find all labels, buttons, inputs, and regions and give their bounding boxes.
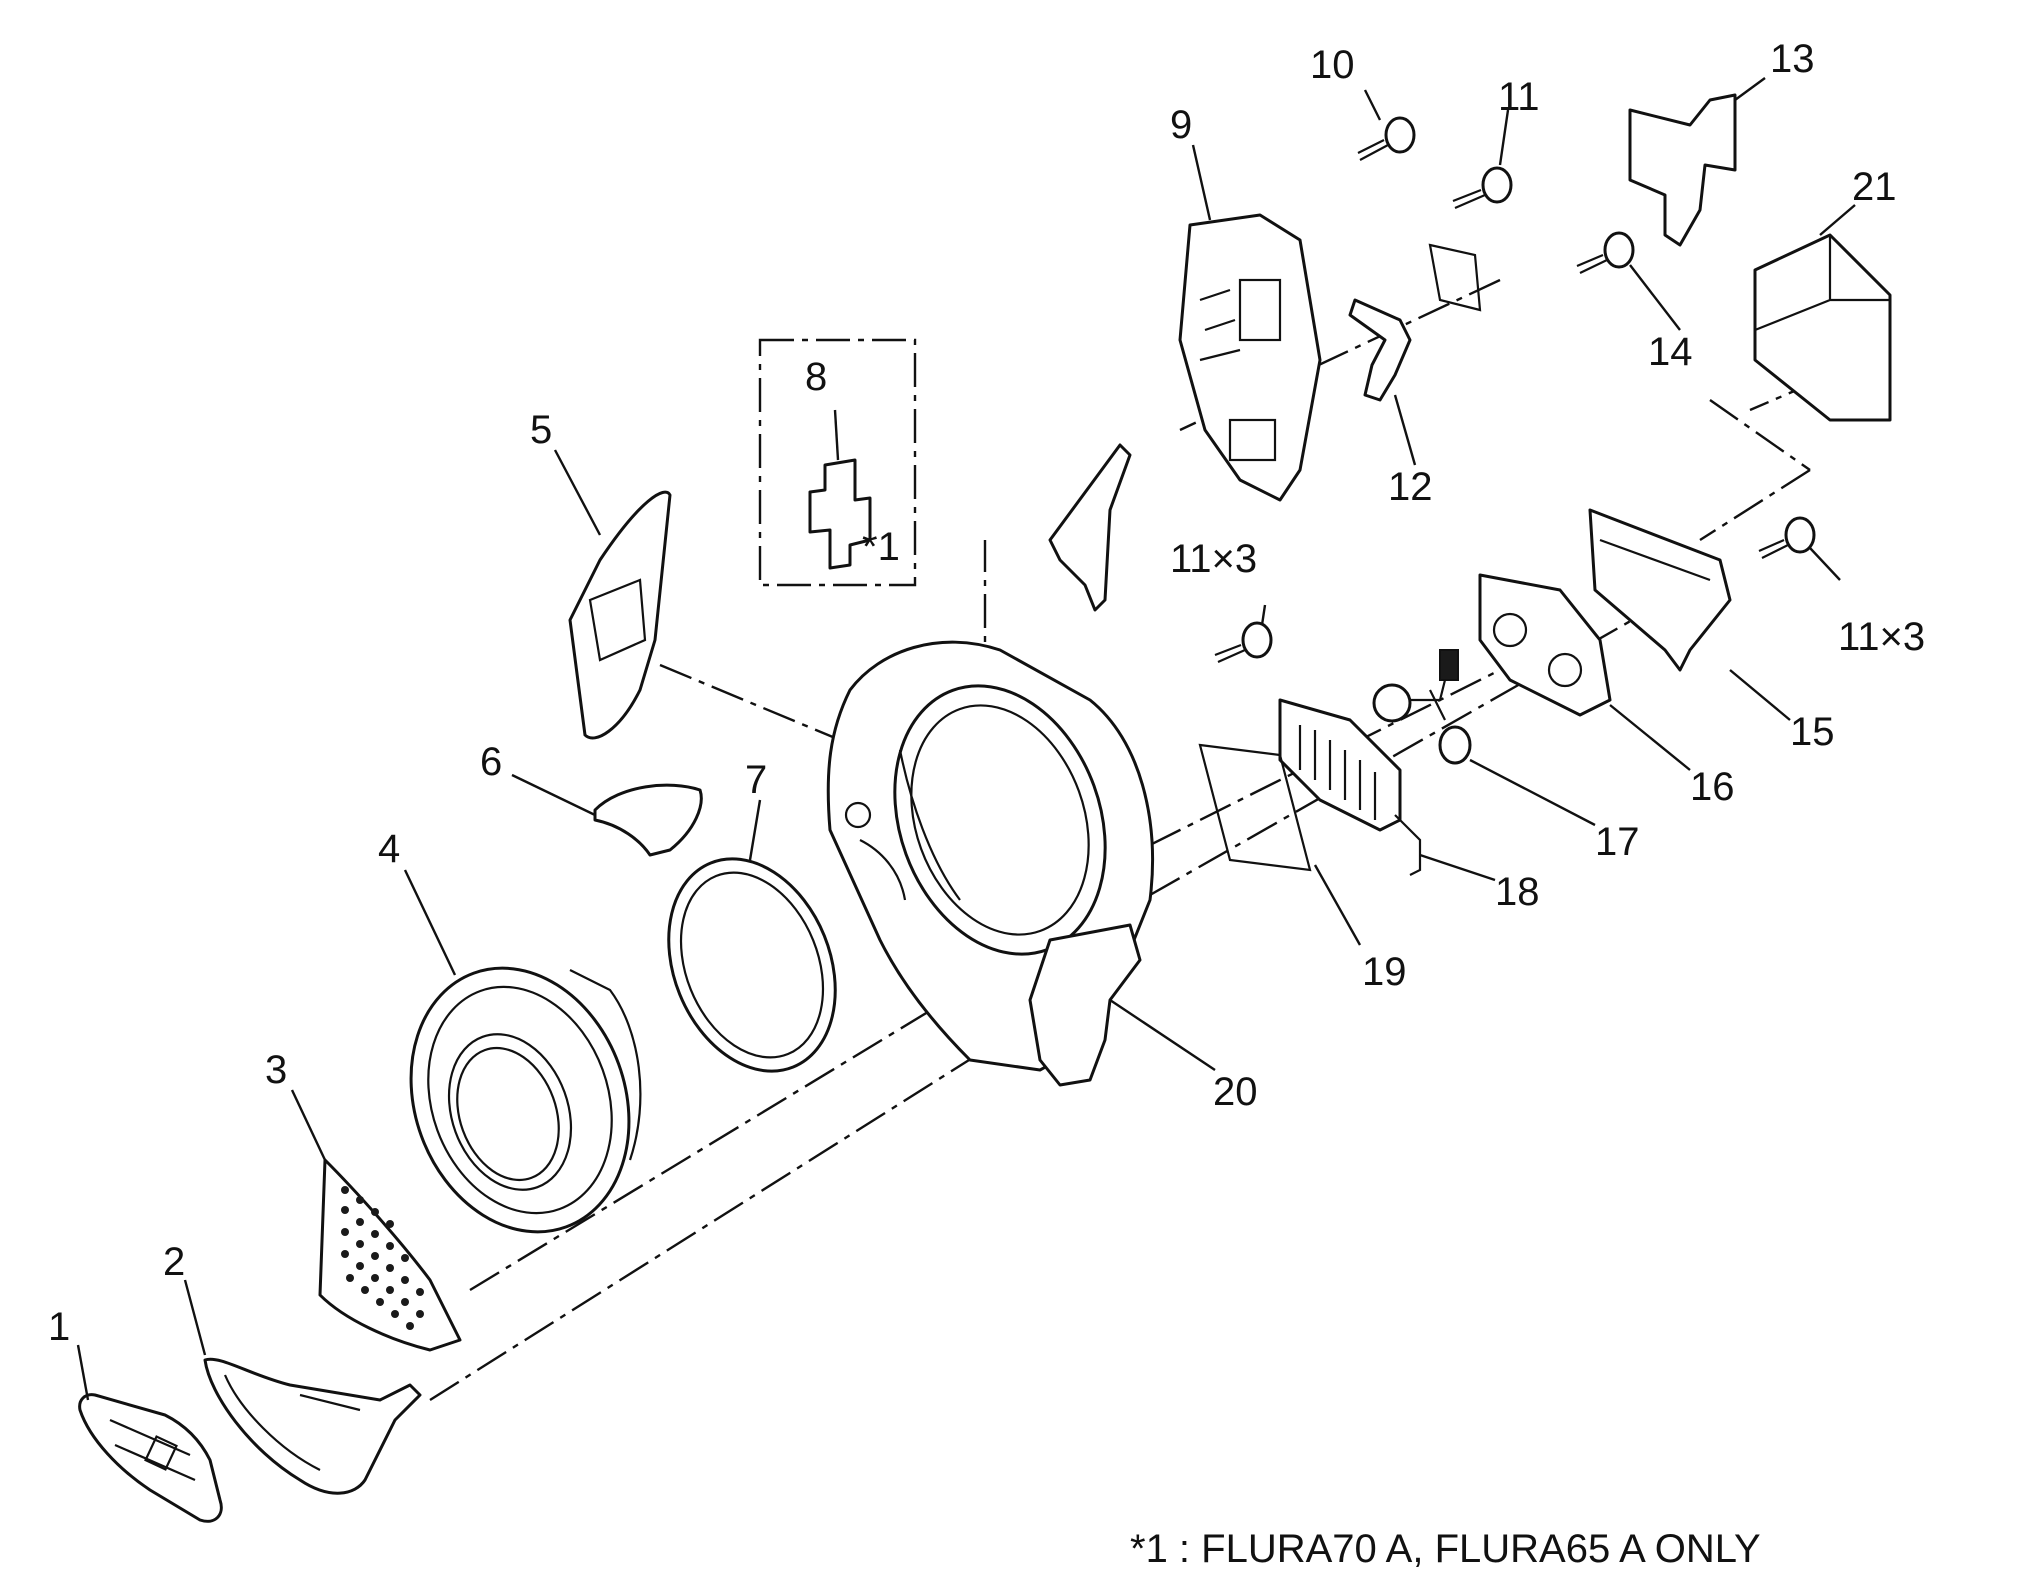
callout-2: 2 (163, 1240, 185, 1284)
leader-lines (76, 77, 1856, 1401)
callout-14: 14 (1648, 330, 1693, 374)
callout-13: 13 (1770, 37, 1815, 81)
part-3-speaker-grille (318, 1158, 462, 1352)
callout-20: 20 (1213, 1070, 1258, 1114)
part-9-circuit-board (1178, 213, 1322, 502)
part-17-microphone (1372, 649, 1472, 765)
callout-12: 12 (1388, 465, 1433, 509)
callout-15: 15 (1790, 710, 1835, 754)
callout-11x3-right: 11×3 (1838, 615, 1925, 659)
screw-11-top (1452, 166, 1513, 210)
callout-1: 1 (48, 1305, 70, 1349)
part-1-front-cover (78, 1393, 223, 1523)
callout-8-note: *1 (862, 525, 900, 569)
callout-19: 19 (1362, 950, 1407, 994)
screw-11x3-mid (1214, 621, 1273, 664)
callout-3: 3 (265, 1048, 287, 1092)
footnote: *1 : FLURA70 A, FLURA65 A ONLY (1130, 1527, 1761, 1569)
part-12-lever (1348, 298, 1412, 402)
callout-labels: 1 2 3 4 5 6 7 8 *1 9 10 11 12 13 14 15 1… (48, 37, 1925, 1349)
part-15-bracket-frame (1588, 508, 1732, 672)
callout-9: 9 (1170, 103, 1192, 147)
part-5-side-cover (568, 490, 672, 740)
callout-18: 18 (1495, 870, 1540, 914)
part-18-fin-module (1278, 698, 1422, 876)
callout-17: 17 (1595, 820, 1640, 864)
angle-bracket (1048, 443, 1132, 612)
screw-14 (1576, 231, 1635, 274)
callout-21: 21 (1852, 165, 1897, 209)
part-16-speaker-unit (1478, 573, 1612, 717)
screw-11x3-right (1758, 516, 1816, 559)
callout-6: 6 (480, 740, 502, 784)
part-7-o-ring (667, 857, 837, 1073)
callout-7: 7 (745, 758, 767, 802)
callout-4: 4 (378, 827, 400, 871)
callout-5: 5 (530, 408, 552, 452)
part-21-block (1753, 233, 1892, 422)
part-20-bottom-bracket (1028, 923, 1142, 1087)
callout-8: 8 (805, 355, 827, 399)
callout-16: 16 (1690, 765, 1735, 809)
part-4-lens-ring (409, 966, 642, 1234)
part-6-small-cap (593, 783, 703, 857)
small-plate (1428, 243, 1482, 312)
part-8-optional-box (758, 338, 917, 587)
part-19-sheet (1198, 743, 1312, 872)
callout-10: 10 (1310, 43, 1355, 87)
callout-11x3-mid: 11×3 (1170, 537, 1257, 581)
screw-10 (1357, 116, 1416, 161)
callout-11-top: 11 (1498, 75, 1540, 119)
part-2-lower-frame (203, 1357, 422, 1495)
part-13-shield-plate (1628, 93, 1737, 247)
